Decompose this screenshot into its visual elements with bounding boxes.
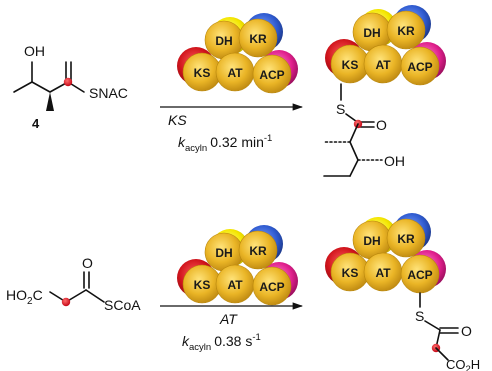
compound-number: 4 — [32, 116, 40, 131]
sulfur-label: S — [336, 101, 345, 117]
acyl-carbon-dot — [61, 297, 71, 307]
top-product-enzyme: DH KR KS AT ACP — [324, 4, 447, 86]
ks-label: KS — [194, 278, 211, 292]
dh-label: DH — [363, 234, 380, 248]
methyl-wedge — [46, 92, 54, 111]
top-domain-label: KS — [168, 112, 187, 128]
at-label: AT — [227, 278, 243, 292]
acp-label: ACP — [259, 68, 284, 82]
ks-label: KS — [194, 66, 211, 80]
sulfur-label: S — [415, 308, 424, 324]
at-label: AT — [227, 66, 243, 80]
bottom-product-acyl-chain: S O CO2H — [415, 292, 480, 371]
oxygen-label: O — [82, 255, 93, 271]
dh-label: DH — [363, 26, 380, 40]
dh-label: DH — [215, 34, 232, 48]
snac-label: SNAC — [89, 85, 128, 101]
oh-label: OH — [24, 43, 45, 59]
s-c-bond — [424, 320, 441, 331]
oh-label: OH — [384, 153, 405, 169]
acp-label: ACP — [259, 280, 284, 294]
c-c-bond-2 — [435, 347, 449, 361]
c-c-bond — [349, 123, 359, 143]
bottom-domain-label: AT — [219, 311, 238, 327]
bottom-product-enzyme: DH KR KS AT ACP — [324, 212, 447, 294]
top-substrate: OH SNAC 4 — [13, 43, 128, 131]
at-label: AT — [375, 58, 391, 72]
acid-label: HO2C — [6, 287, 43, 307]
acid-label: CO2H — [446, 357, 480, 371]
c-s-bond — [85, 289, 105, 303]
acyl-carbon-dot — [63, 77, 73, 87]
dh-label: DH — [215, 246, 232, 260]
kr-label: KR — [397, 24, 415, 38]
acp-label: ACP — [407, 268, 432, 282]
top-product-acyl-chain: S O OH — [323, 83, 405, 177]
ks-label: KS — [342, 266, 359, 280]
acp-label: ACP — [407, 60, 432, 74]
oxygen-label: O — [461, 323, 472, 339]
scoa-label: SCoA — [104, 297, 141, 313]
kr-label: KR — [249, 32, 267, 46]
bottom-substrate: HO2C O SCoA — [6, 255, 141, 313]
c-c-bond-2 — [349, 141, 359, 161]
c-c-bond-3 — [349, 159, 359, 177]
top-pks-enzyme: DH KR KS AT ACP — [176, 12, 299, 94]
kr-label: KR — [249, 244, 267, 258]
bottom-pks-enzyme: DH KR KS AT ACP — [176, 224, 299, 306]
at-label: AT — [375, 266, 391, 280]
oxygen-label: O — [376, 117, 387, 133]
ks-label: KS — [342, 58, 359, 72]
kr-label: KR — [397, 232, 415, 246]
